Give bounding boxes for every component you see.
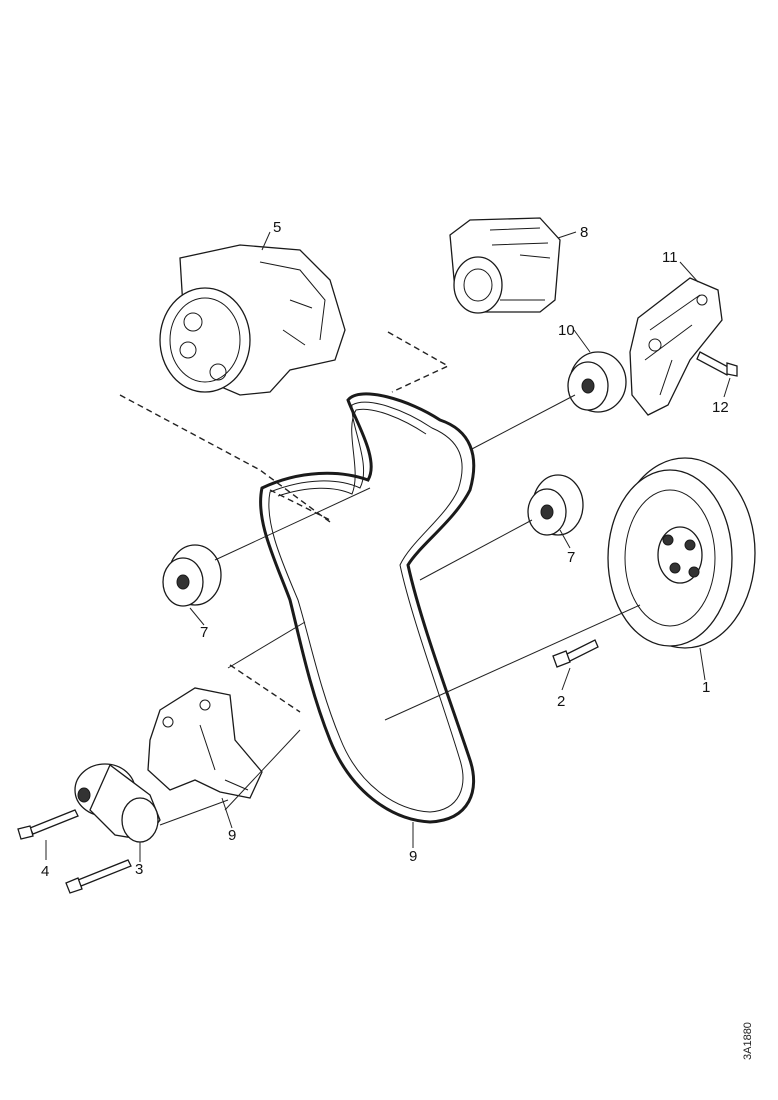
idler-pulley-left (162, 544, 222, 607)
idler-pulley-right (527, 474, 584, 536)
assembly-guide-lines (119, 331, 450, 713)
label-part-10: 10 (558, 322, 575, 339)
bolt-12 (696, 351, 738, 377)
label-part-7-left: 7 (200, 624, 208, 641)
diagram-reference-code: 3A1880 (742, 1022, 754, 1060)
tensioner-bracket-lower (147, 687, 263, 799)
belt-tensioner (74, 763, 161, 843)
crankshaft-pulley (607, 457, 756, 649)
alternator (449, 217, 561, 314)
idler-pulley-upper (567, 351, 627, 413)
label-part-11: 11 (662, 249, 678, 266)
label-part-3: 3 (135, 861, 143, 878)
label-part-12: 12 (712, 399, 729, 416)
label-part-2: 2 (557, 693, 565, 710)
serpentine-belt (259, 392, 476, 824)
bolt-4-upper (17, 809, 79, 840)
leader-lines (45, 231, 731, 862)
label-part-8: 8 (580, 224, 588, 241)
alignment-lines (159, 394, 641, 826)
label-part-9: 9 (409, 848, 417, 865)
tensioner-bracket-upper (629, 277, 723, 416)
bolt-2 (552, 639, 599, 668)
label-part-4: 4 (41, 863, 49, 880)
label-part-5: 5 (273, 219, 281, 236)
bolt-4-lower (65, 859, 132, 894)
power-steering-pump (159, 244, 346, 396)
label-part-1: 1 (702, 679, 710, 696)
label-part-6: 9 (228, 827, 236, 844)
label-part-7-right: 7 (567, 549, 575, 566)
